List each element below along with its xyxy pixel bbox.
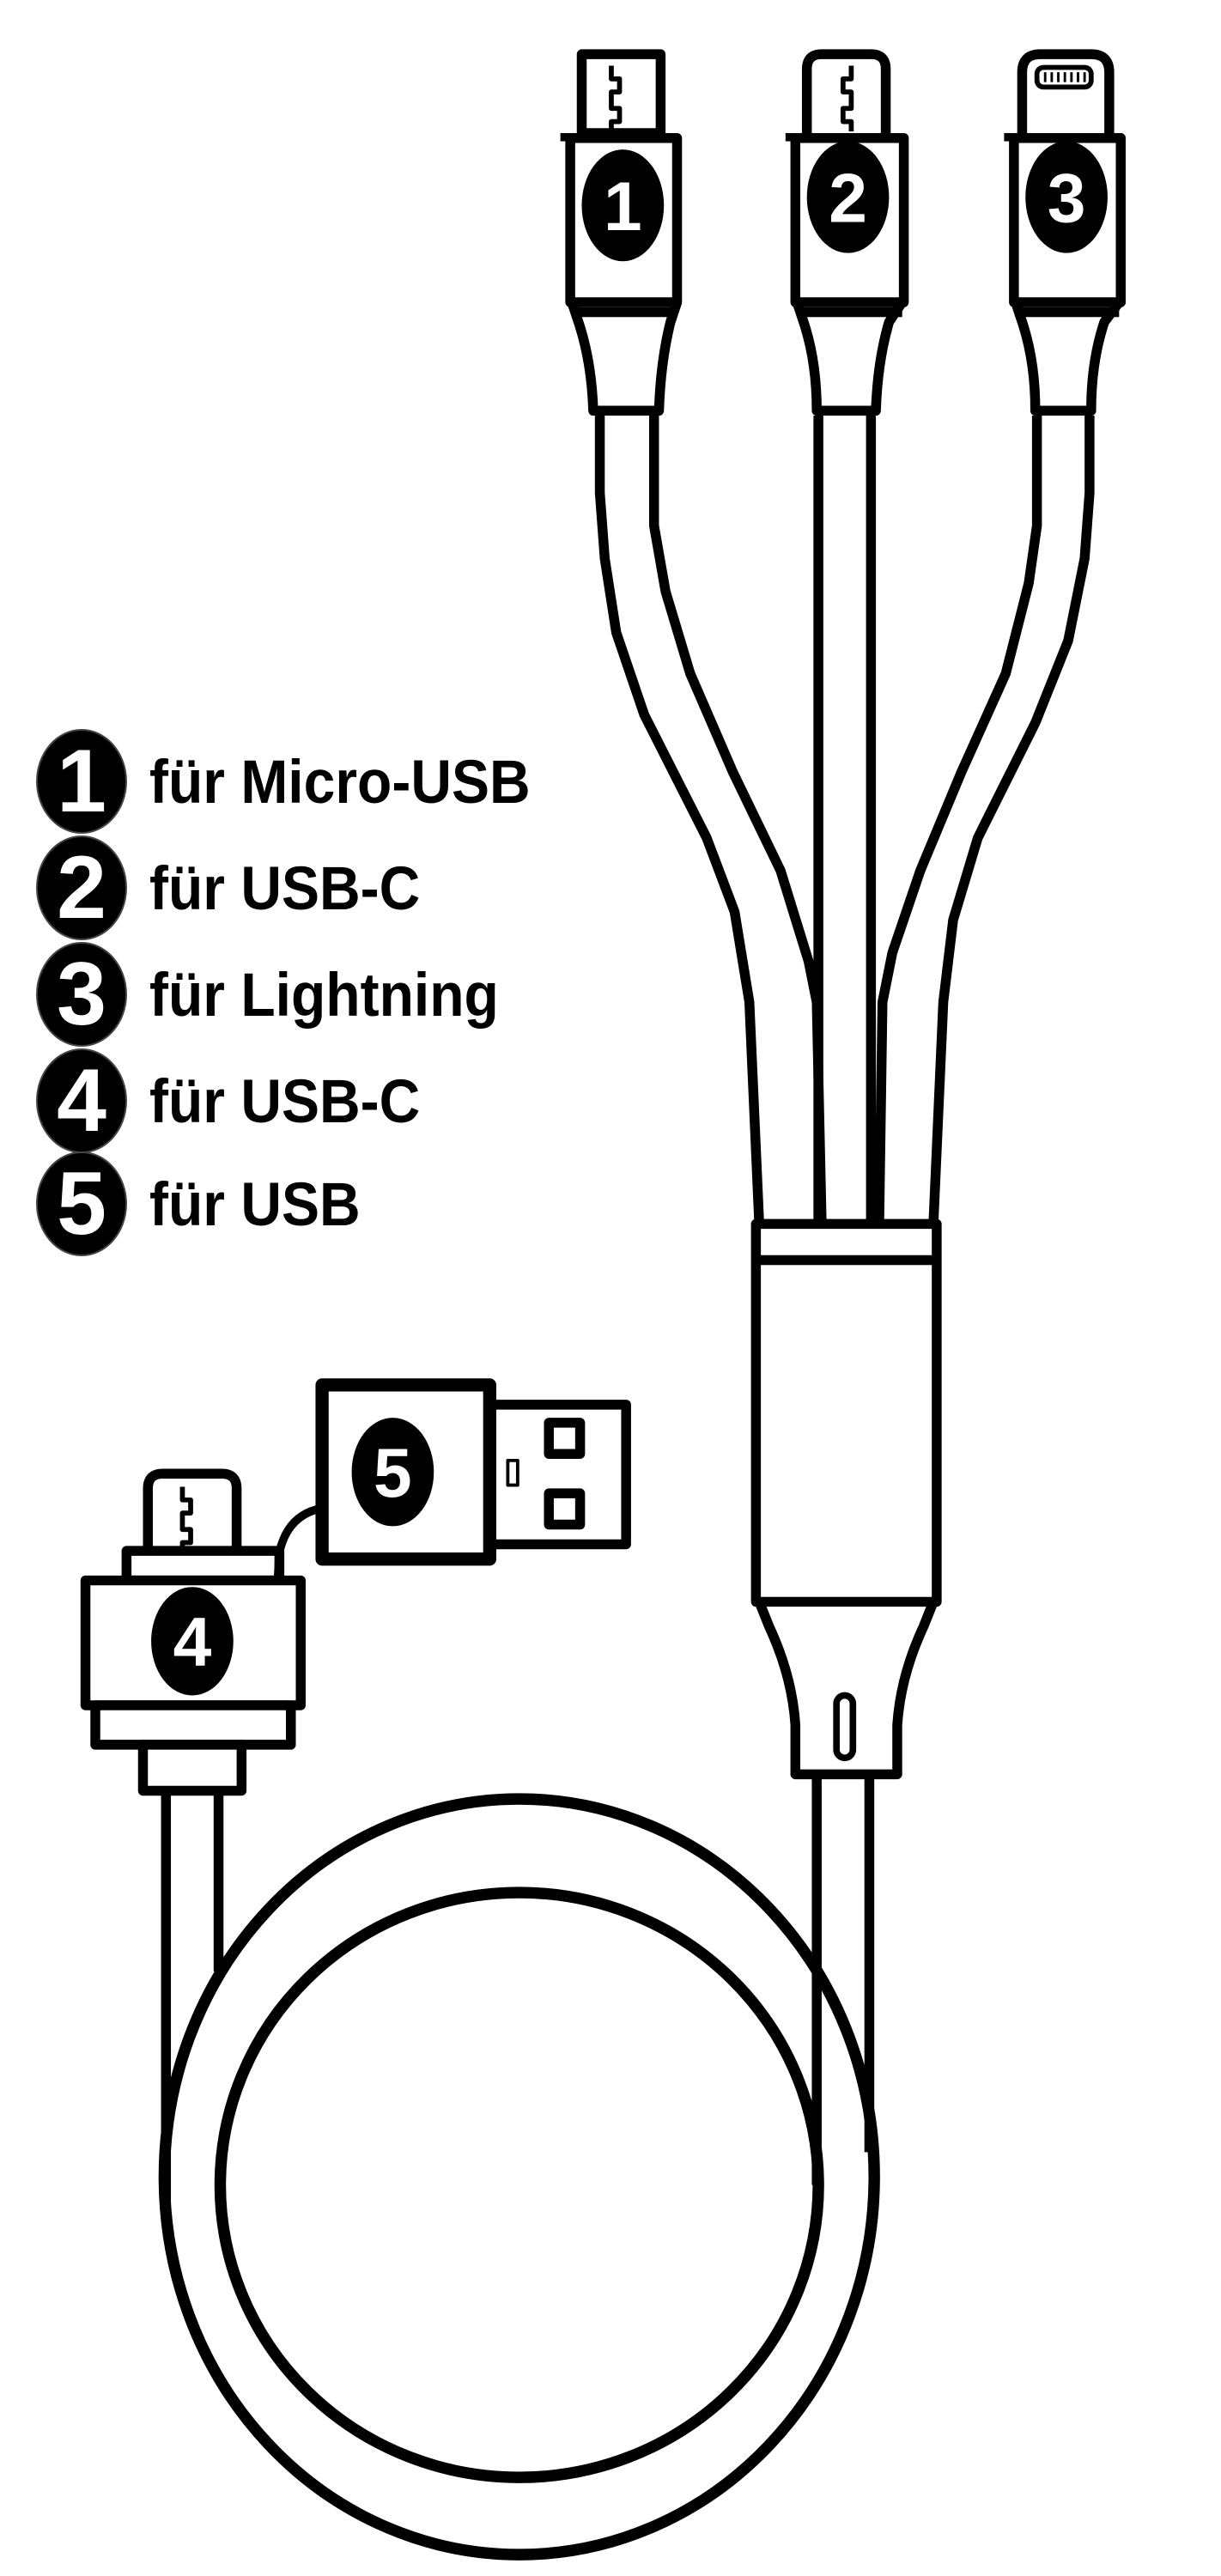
connector-4-usb-c	[80, 1468, 306, 1796]
legend-label-2: für USB-C	[149, 854, 421, 922]
number-badge-2: 2	[36, 835, 127, 940]
legend-item-1: 1 für Micro-USB	[36, 729, 531, 834]
number-badge-1: 1	[36, 729, 127, 834]
legend-label-4: für USB-C	[149, 1066, 421, 1135]
number-badge-3: 3	[36, 942, 127, 1047]
usb-a-lead	[273, 1504, 324, 1581]
badge-4: 4	[173, 1604, 212, 1681]
badge-2: 2	[829, 160, 867, 237]
legend-label-1: für Micro-USB	[149, 747, 531, 816]
legend-label-5: für USB	[149, 1170, 361, 1238]
junction-collar	[750, 1218, 942, 1780]
badge-5: 5	[374, 1435, 412, 1512]
number-badge-4: 4	[36, 1048, 127, 1153]
legend-item-5: 5 für USB	[36, 1151, 361, 1256]
legend-item-2: 2 für USB-C	[36, 835, 421, 940]
connector-badges: 1 2 3 4 5	[151, 141, 1108, 1696]
legend-item-4: 4 für USB-C	[36, 1048, 421, 1153]
cable-loop	[158, 1774, 880, 2561]
badge-1: 1	[604, 168, 642, 246]
number-badge-5: 5	[36, 1151, 127, 1256]
branch-cables	[594, 416, 1095, 1224]
legend-item-3: 3 für Lightning	[36, 942, 499, 1047]
badge-3: 3	[1048, 160, 1086, 237]
legend-label-3: für Lightning	[149, 960, 499, 1029]
